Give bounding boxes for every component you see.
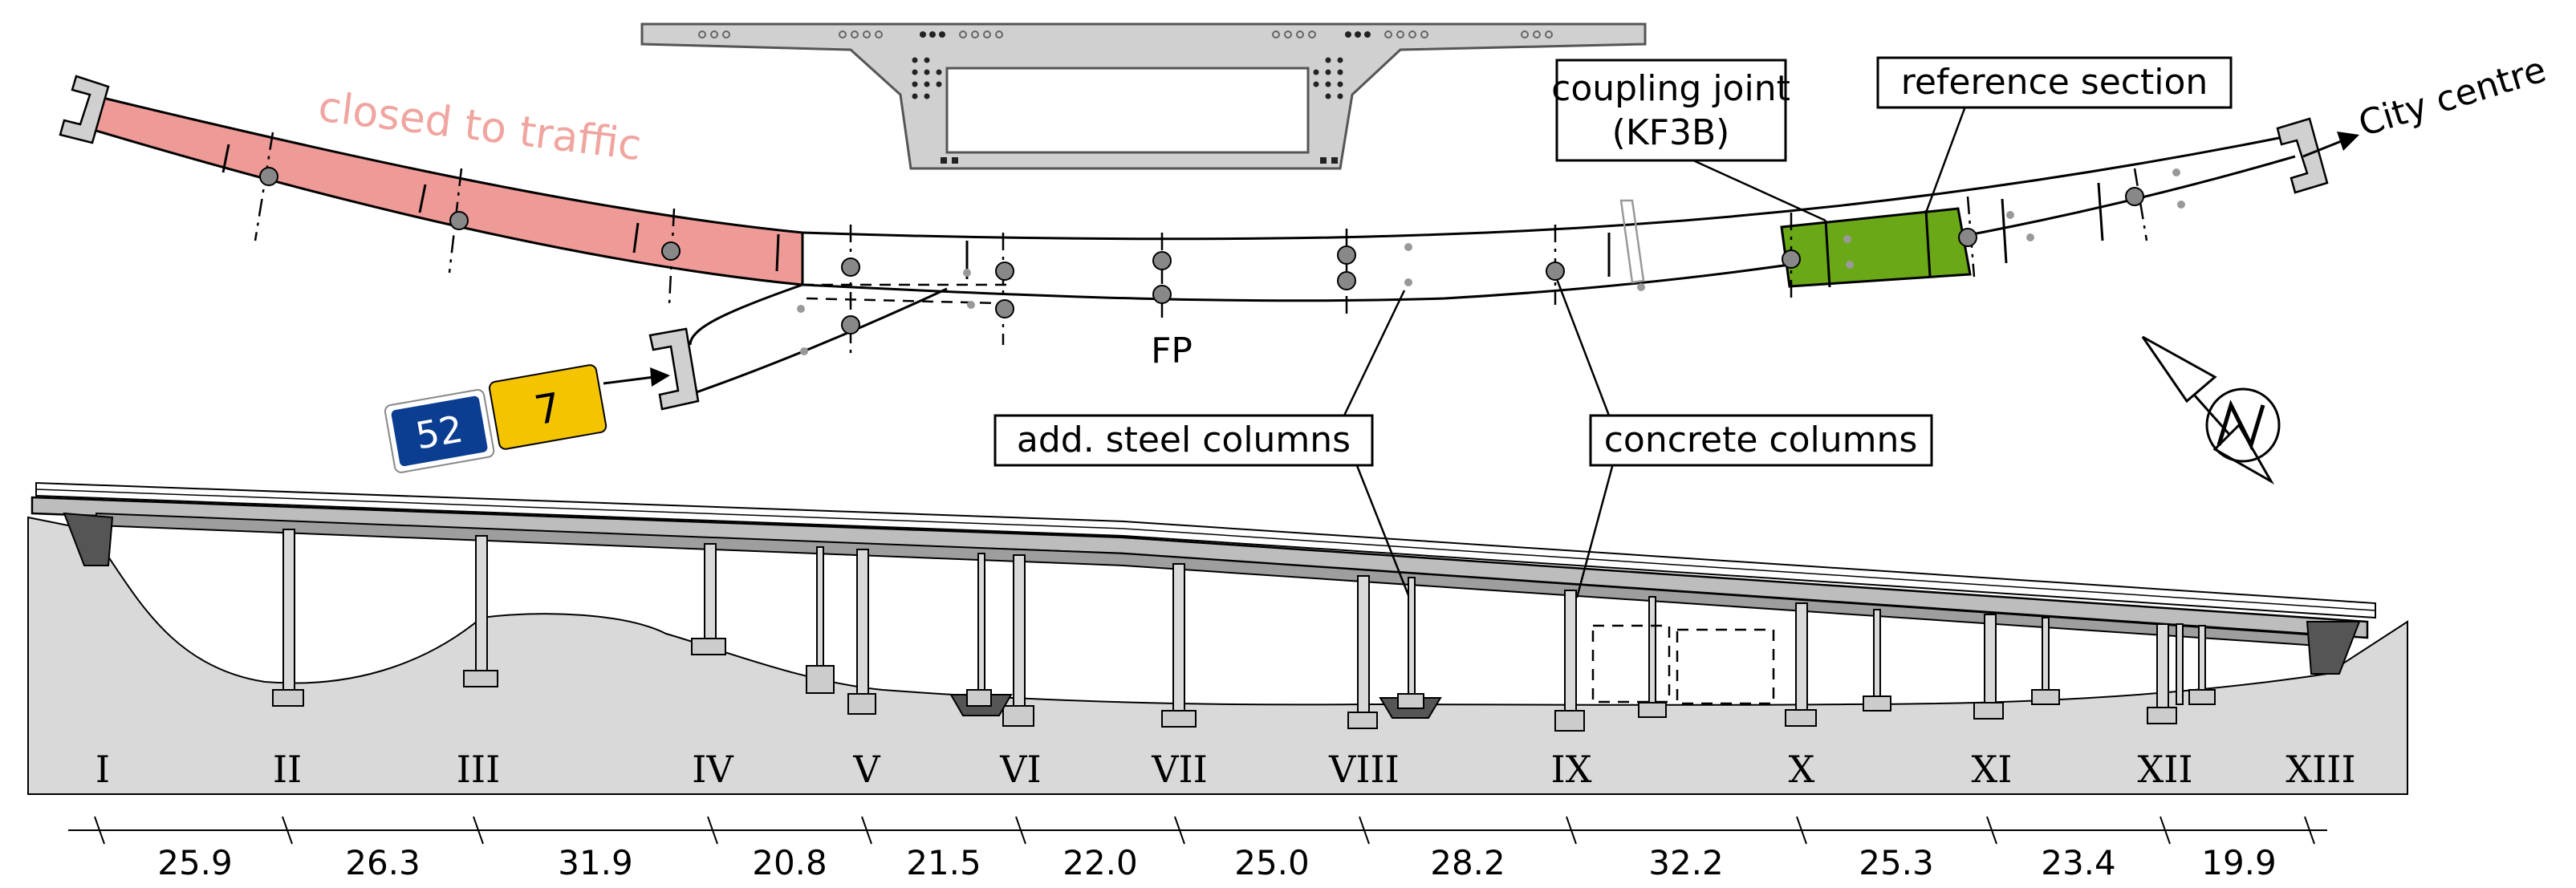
span-label: 25.0 bbox=[1234, 843, 1310, 882]
span-label: 21.5 bbox=[906, 843, 981, 882]
callout-concrete-columns: concrete columns bbox=[1555, 278, 1933, 598]
span-label: 19.9 bbox=[2201, 843, 2277, 882]
arrow-right-icon bbox=[603, 367, 670, 387]
axis-labels: I II III IV V VI VII VIII IX X XI XII XI… bbox=[95, 748, 2356, 791]
box-girder-cross-section bbox=[640, 22, 1647, 170]
axis-label: XII bbox=[2137, 748, 2192, 791]
span-label: 23.4 bbox=[2041, 843, 2116, 882]
axis-label: VII bbox=[1151, 748, 1208, 791]
reference-section bbox=[1780, 207, 1972, 288]
svg-text:(KF3B): (KF3B) bbox=[1612, 112, 1730, 153]
span-label: 32.2 bbox=[1648, 843, 1724, 882]
axis-label: XI bbox=[1972, 748, 2013, 791]
callout-reference-section: reference section bbox=[1876, 56, 2233, 213]
span-labels: 25.9 26.3 31.9 20.8 21.5 22.0 25.0 28.2 … bbox=[157, 843, 2277, 882]
span-label: 22.0 bbox=[1062, 843, 1138, 882]
axis-label: III bbox=[457, 748, 501, 791]
axis-label: X bbox=[1789, 748, 1815, 791]
svg-text:coupling joint: coupling joint bbox=[1551, 68, 1790, 109]
svg-text:add. steel columns: add. steel columns bbox=[1017, 420, 1351, 460]
plan-piers bbox=[221, 132, 2185, 355]
abutment-icon bbox=[59, 75, 110, 144]
svg-text:52: 52 bbox=[412, 407, 466, 457]
axis-label: I bbox=[95, 748, 110, 791]
axis-label: IX bbox=[1551, 748, 1592, 791]
span-label: 28.2 bbox=[1430, 843, 1505, 882]
axis-label: XIII bbox=[2285, 748, 2355, 791]
axis-label: V bbox=[852, 748, 880, 791]
svg-text:reference section: reference section bbox=[1901, 62, 2208, 103]
add-steel-columns bbox=[806, 546, 2216, 719]
span-label: 20.8 bbox=[752, 843, 827, 882]
axis-label: IV bbox=[692, 748, 733, 791]
span-label: 25.9 bbox=[157, 843, 233, 882]
callout-coupling-joint: coupling joint (KF3B) bbox=[1551, 59, 1826, 222]
fp-label: FP bbox=[1151, 330, 1193, 371]
city-centre-label: City centre bbox=[2354, 49, 2550, 144]
axis-label: II bbox=[273, 748, 302, 791]
abutment-icon bbox=[2276, 117, 2329, 194]
route-52-sign: 52 bbox=[384, 388, 495, 473]
span-label: 26.3 bbox=[345, 843, 421, 882]
route-7-sign: 7 bbox=[488, 364, 607, 450]
svg-text:concrete columns: concrete columns bbox=[1604, 420, 1918, 460]
concrete-columns bbox=[272, 529, 2177, 732]
span-dimension-line bbox=[68, 816, 2327, 845]
span-label: 31.9 bbox=[558, 843, 633, 882]
axis-label: VIII bbox=[1328, 748, 1400, 791]
callout-add-steel-columns: add. steel columns bbox=[993, 290, 1410, 596]
abutment-icon bbox=[648, 327, 700, 411]
span-label: 25.3 bbox=[1859, 843, 1934, 882]
axis-label: VI bbox=[999, 748, 1041, 791]
plan-view: 52 7 closed to traffic FP City centre bbox=[59, 49, 2551, 485]
arrow-right-icon bbox=[2302, 132, 2359, 158]
north-arrow-icon bbox=[2141, 335, 2281, 485]
elevation-view bbox=[27, 481, 2408, 795]
